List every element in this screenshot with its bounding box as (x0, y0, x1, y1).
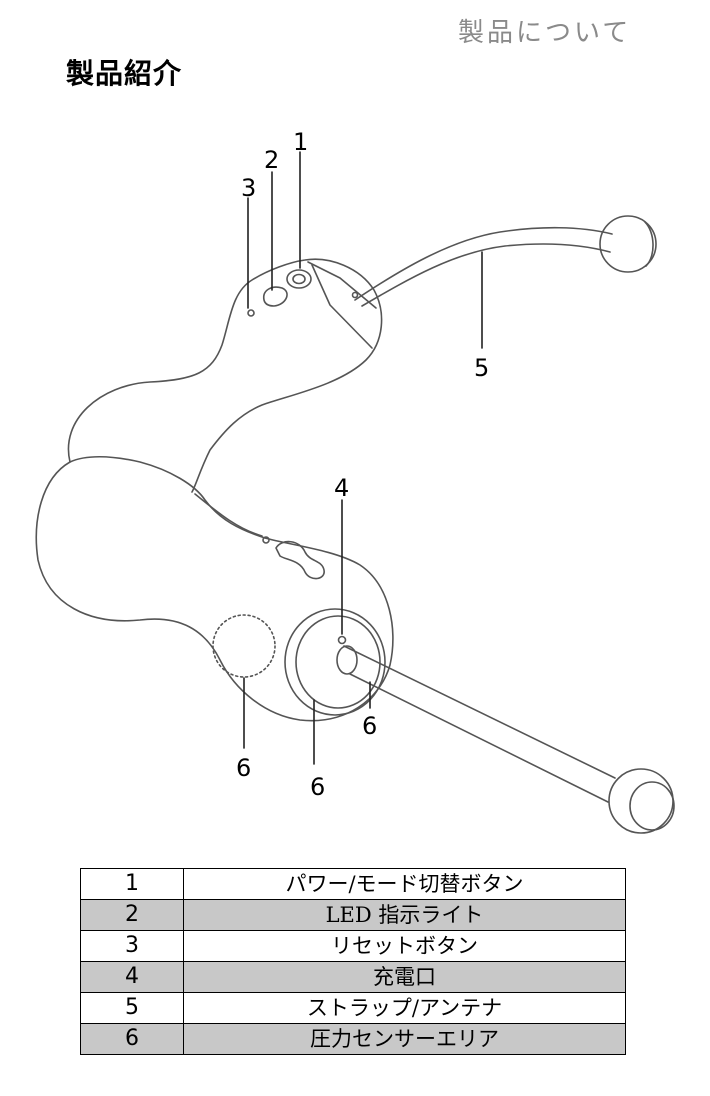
upper-neck-edge (307, 261, 377, 309)
part-description: パワー/モード切替ボタン (183, 868, 626, 900)
table-row: 2 LED 指示ライト (80, 899, 626, 931)
table-row: 3 リセットボタン (80, 930, 626, 962)
callout-2: 2 (264, 146, 279, 174)
table-row: 1 パワー/モード切替ボタン (80, 868, 626, 900)
part-number: 2 (80, 899, 184, 931)
pressure-area-dotted (212, 614, 276, 678)
power-button-shape (286, 269, 312, 289)
callout-3: 3 (241, 174, 256, 202)
antenna-tip (599, 215, 657, 273)
part-description: LED 指示ライト (183, 899, 626, 931)
table-row: 5 ストラップ/アンテナ (80, 992, 626, 1024)
callout-6b: 6 (310, 773, 325, 801)
charging-port (337, 635, 347, 645)
table-row: 6 圧力センサーエリア (80, 1023, 626, 1055)
callout-5: 5 (474, 354, 489, 382)
lower-rod (343, 645, 616, 779)
part-number: 1 (80, 868, 184, 900)
callout-4: 4 (334, 474, 349, 502)
callout-6c: 6 (362, 712, 377, 740)
reset-hole (247, 309, 255, 317)
antenna-strap-2 (361, 243, 611, 307)
part-number: 6 (80, 1023, 184, 1055)
logo-shape (275, 540, 325, 580)
led-shape (262, 286, 288, 307)
part-number: 3 (80, 930, 184, 962)
part-description: 圧力センサーエリア (183, 1023, 626, 1055)
callout-1: 1 (293, 128, 308, 156)
section-header: 製品について (458, 18, 632, 48)
page-title: 製品紹介 (66, 57, 183, 90)
part-description: 充電口 (183, 961, 626, 993)
table-row: 4 充電口 (80, 961, 626, 993)
antenna-strap (354, 226, 613, 301)
upper-body-outline (67, 258, 383, 493)
rod-tip (608, 768, 674, 834)
callout-6a: 6 (236, 754, 251, 782)
parts-table: 1 パワー/モード切替ボタン 2 LED 指示ライト 3 リセットボタン 4 充… (80, 868, 626, 1055)
product-diagram: 1 2 3 4 5 6 6 6 (35, 128, 675, 834)
lower-rod-2 (349, 673, 609, 803)
part-description: リセットボタン (183, 930, 626, 962)
part-description: ストラップ/アンテナ (183, 992, 626, 1024)
part-number: 5 (80, 992, 184, 1024)
part-number: 4 (80, 961, 184, 993)
face-ring (284, 608, 386, 716)
upper-neck-edge-2 (311, 264, 373, 349)
